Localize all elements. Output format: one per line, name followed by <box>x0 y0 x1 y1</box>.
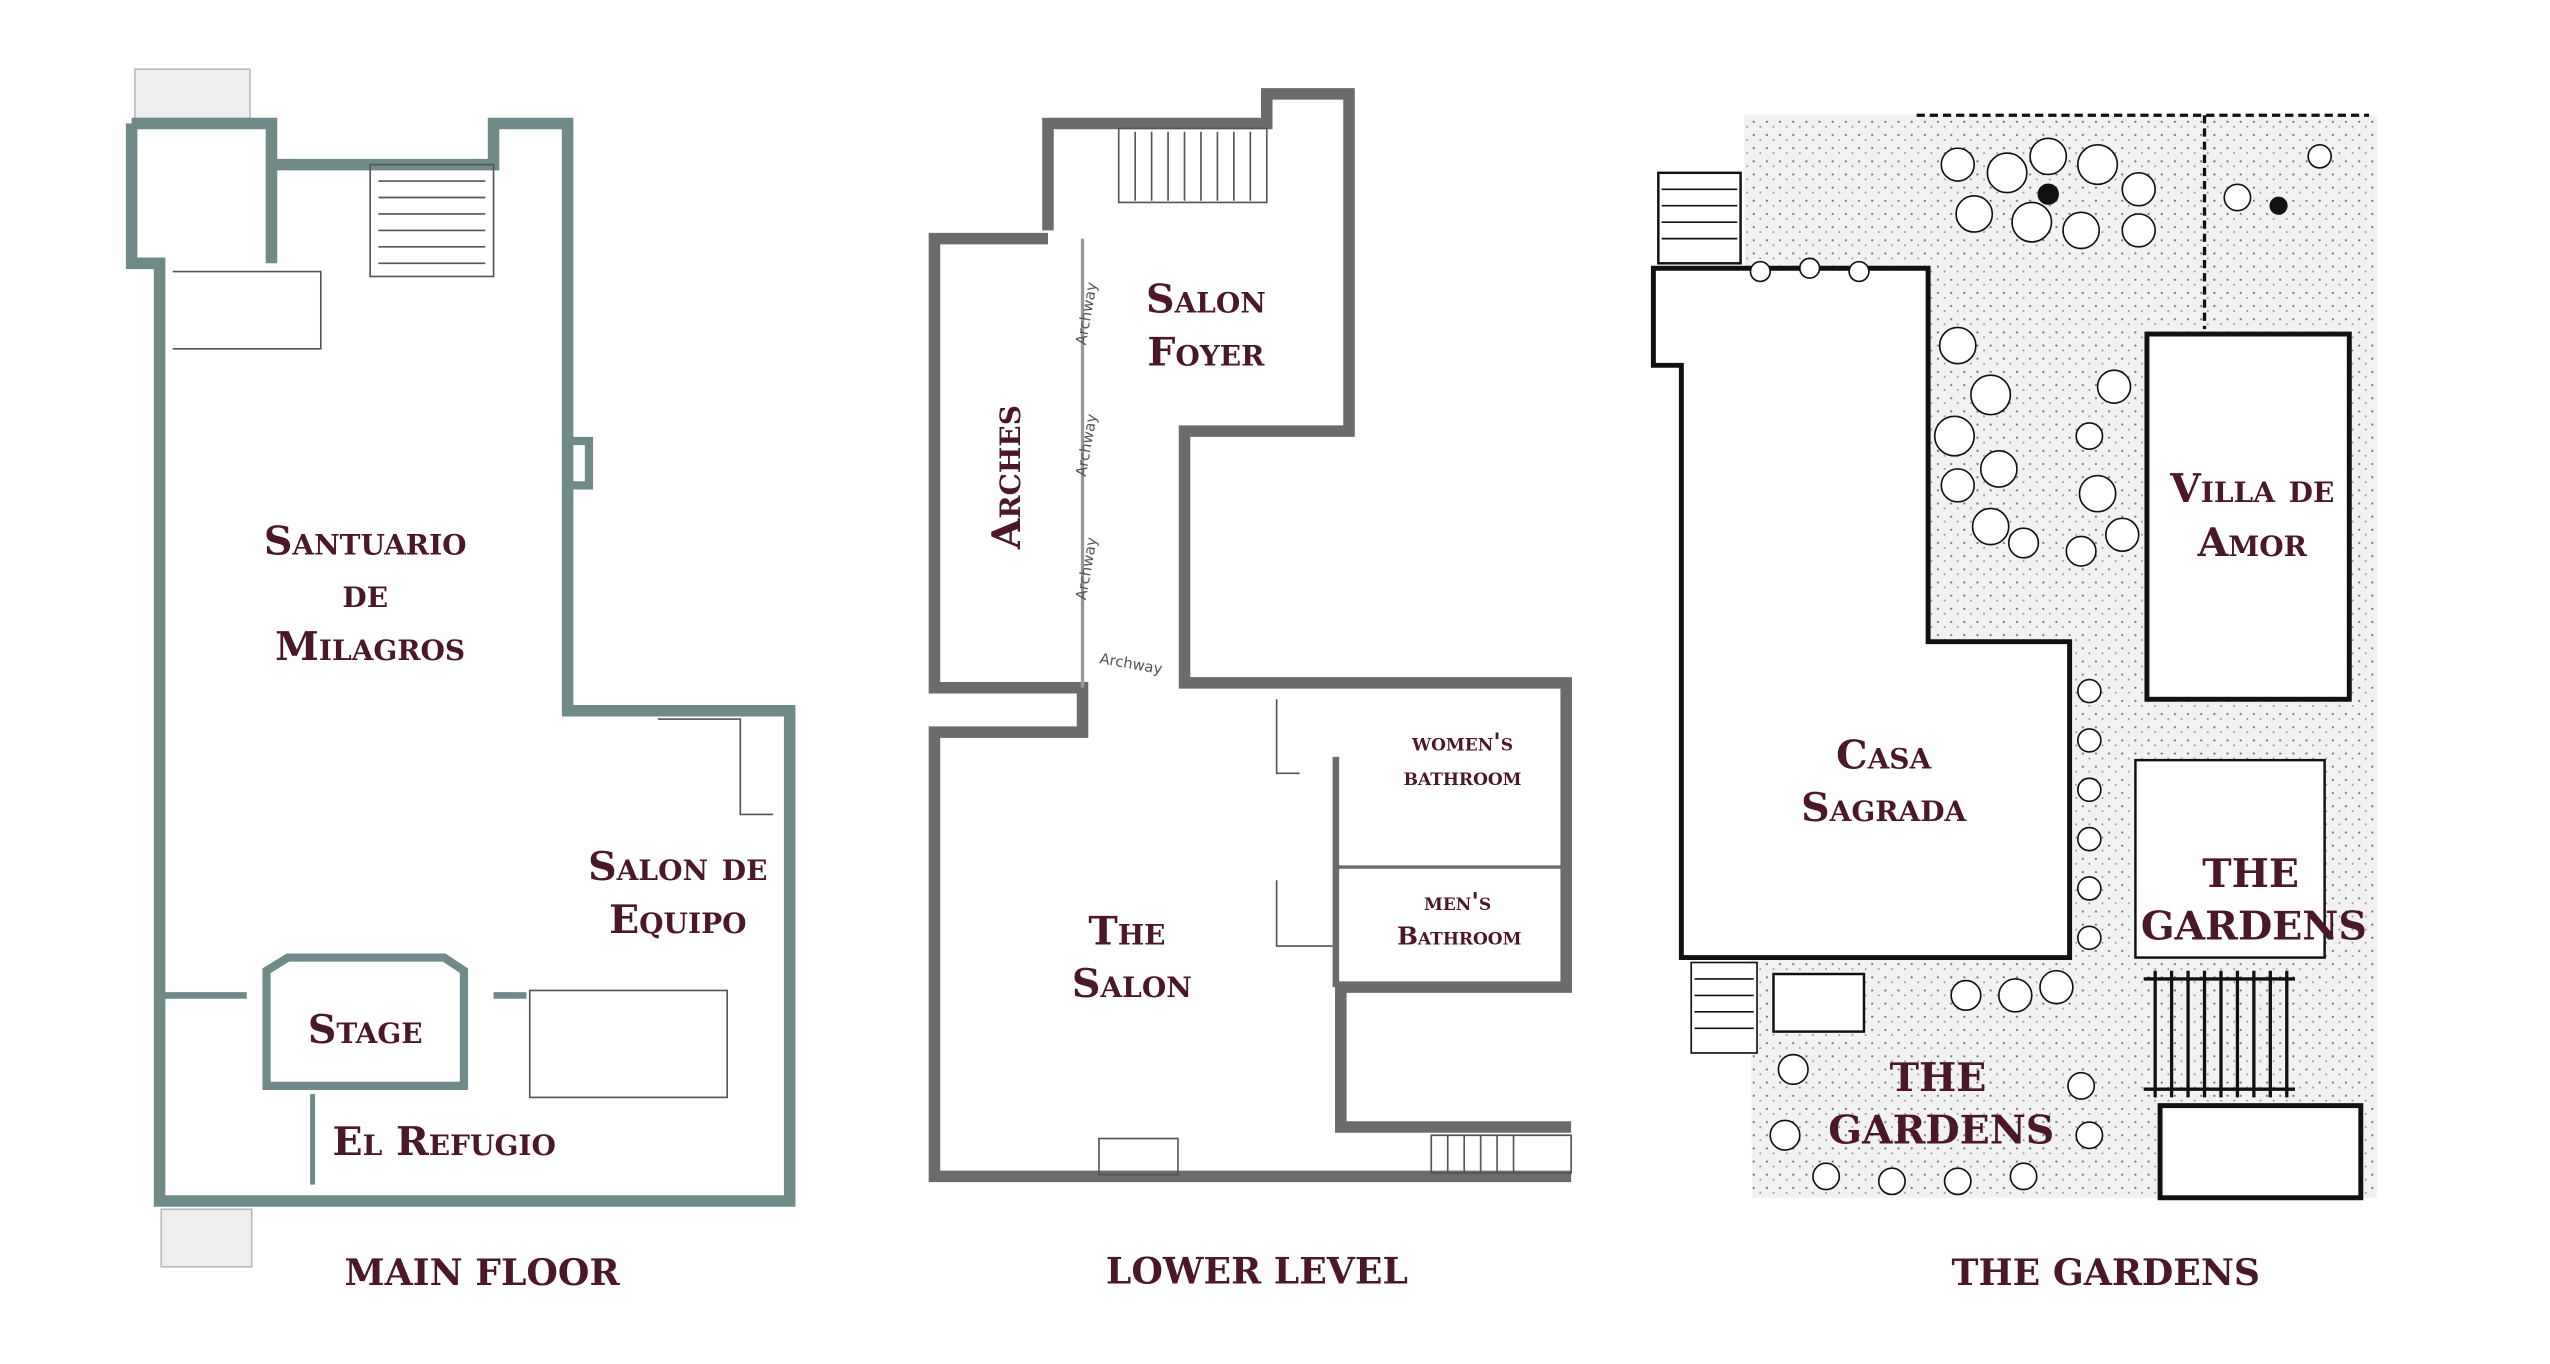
main-floor-labels: Santuario de Milagros Salon de Equipo St… <box>264 519 768 1294</box>
room-label-casa-sagrada: Casa <box>1836 732 1932 778</box>
archway-label: Archway <box>1073 281 1101 347</box>
room-label-stage: Stage <box>308 1007 423 1053</box>
gardens-labels: Casa Sagrada Villa de Amor THE GARDENS T… <box>1801 466 2367 1294</box>
room-label-salon-foyer: Foyer <box>1147 329 1265 375</box>
room-label-arches: Arches <box>984 405 1030 550</box>
caption-main-floor: MAIN FLOOR <box>345 1251 621 1294</box>
room-label-the-gardens: GARDENS <box>1828 1107 2054 1153</box>
caption-the-gardens: THE GARDENS <box>1952 1251 2261 1294</box>
room-label-santuario: de <box>342 571 388 617</box>
gardens-plan <box>1650 113 2378 1201</box>
room-label-mens-bathroom: men's <box>1424 887 1491 916</box>
room-label-the-gardens: THE <box>1890 1055 1987 1101</box>
archway-label: Archway <box>1073 412 1101 478</box>
archway-label: Archway <box>1073 536 1101 602</box>
room-label-salon-de-equipo: Equipo <box>609 897 746 943</box>
room-label-the-salon: Salon <box>1072 961 1192 1007</box>
room-label-el-refugio: El Refugio <box>333 1119 556 1165</box>
archway-label: Archway <box>1098 650 1164 678</box>
room-label-the-gardens: THE <box>2202 851 2299 897</box>
room-label-the-salon: The <box>1088 908 1165 954</box>
room-label-santuario: Milagros <box>275 624 465 670</box>
room-label-mens-bathroom: Bathroom <box>1397 921 1522 950</box>
room-label-womens-bathroom: bathroom <box>1404 762 1522 791</box>
main-floor-plan <box>125 68 796 1268</box>
room-label-salon-de-equipo: Salon de <box>588 844 767 890</box>
lower-level-labels: Salon Foyer Arches Archway Archway Archw… <box>984 277 1522 1293</box>
room-label-villa-de-amor: Amor <box>2197 520 2308 566</box>
garden-trees <box>1749 137 2333 1196</box>
lower-level-plan <box>928 88 1572 1183</box>
room-label-santuario: Santuario <box>264 519 467 565</box>
room-label-womens-bathroom: women's <box>1411 727 1513 756</box>
caption-lower-level: LOWER LEVEL <box>1106 1249 1408 1292</box>
room-label-the-gardens: GARDENS <box>2141 903 2367 949</box>
room-label-villa-de-amor: Villa de <box>2169 466 2334 512</box>
room-label-casa-sagrada: Sagrada <box>1801 785 1967 831</box>
room-label-salon-foyer: Salon <box>1146 277 1266 323</box>
